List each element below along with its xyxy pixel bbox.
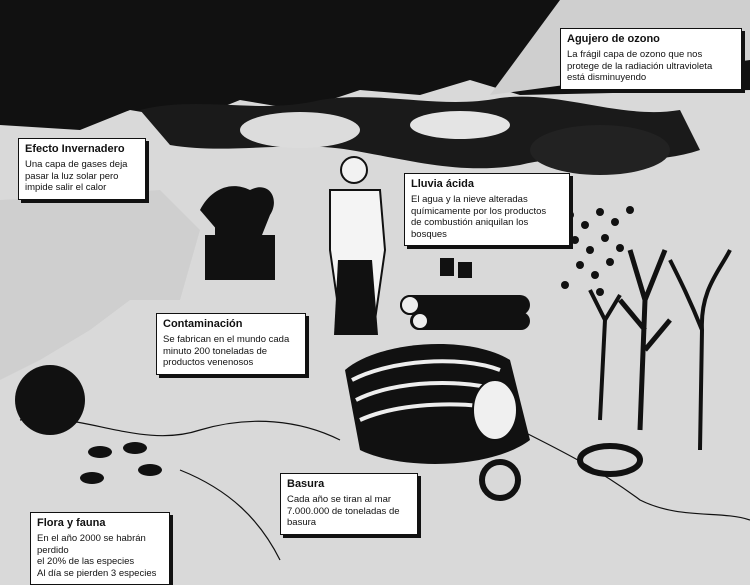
callout-line: pasar la luz solar pero <box>25 170 119 182</box>
land-left <box>0 190 200 380</box>
cloud-puff <box>240 112 360 148</box>
callout-ozone-hole: Agujero de ozono La frágil capa de ozono… <box>560 28 742 90</box>
small-barrel <box>458 262 472 278</box>
callout-line: En el año 2000 se habrán perdido <box>37 533 146 556</box>
callout-line: Cada año se tiran al mar <box>287 494 392 505</box>
factory-building <box>205 235 275 280</box>
tree-trunk <box>588 289 622 421</box>
chimney <box>215 215 225 240</box>
callout-line: protege de la radiación ultravioleta <box>567 60 713 72</box>
dead-tree <box>618 249 672 431</box>
cut-logs <box>400 295 530 330</box>
callout-line: bosques <box>411 228 447 240</box>
callout-line: químicamente por los productos <box>411 205 547 217</box>
callout-line: Una capa de gases deja <box>25 159 128 170</box>
seal-animal <box>15 365 85 435</box>
callout-line: El agua y la nieve alteradas <box>411 194 528 205</box>
callout-title: Agujero de ozono <box>567 33 660 45</box>
toxic-barrel <box>345 343 530 464</box>
cloud-puff <box>410 111 510 139</box>
callout-line: productos venenosos <box>163 357 254 368</box>
ground-tire <box>577 443 643 477</box>
callout-acid-rain: Lluvia ácida El agua y la nieve alterada… <box>404 173 570 246</box>
callout-line: está disminuyendo <box>567 72 647 83</box>
callout-title: Flora y fauna <box>37 517 106 529</box>
chimney <box>240 205 250 240</box>
callout-flora-fauna: Flora y fauna En el año 2000 se habrán p… <box>30 512 170 585</box>
callout-line: basura <box>287 517 317 528</box>
callout-title: Contaminación <box>163 318 243 330</box>
callout-line: Se fabrican en el mundo cada <box>163 334 290 345</box>
callout-line: Al día se pierden 3 especies <box>37 567 157 579</box>
dead-tree <box>668 249 732 451</box>
callout-line: de combustión aniquilan los <box>411 217 529 228</box>
callout-line: impide salir el calor <box>25 182 107 193</box>
person-figure <box>329 156 387 335</box>
callout-title: Efecto Invernadero <box>25 143 125 155</box>
callout-pollution: Contaminación Se fabrican en el mundo ca… <box>156 313 306 375</box>
callout-line: La frágil capa de ozono que nos <box>567 49 703 60</box>
callout-title: Lluvia ácida <box>411 178 474 190</box>
callout-garbage: Basura Cada año se tiran al mar 7.000.00… <box>280 473 418 535</box>
fish-group <box>80 442 162 484</box>
callout-line: minuto 200 toneladas de <box>163 345 268 357</box>
cloud-puff <box>530 125 670 175</box>
trash-tire <box>479 459 521 501</box>
callout-line: 7.000.000 de toneladas de <box>287 505 400 517</box>
callout-title: Basura <box>287 478 325 490</box>
small-barrel <box>440 258 454 276</box>
callout-greenhouse-effect: Efecto Invernadero Una capa de gases dej… <box>18 138 146 200</box>
acid-rain-dots <box>561 206 634 296</box>
callout-line: el 20% de las especies <box>37 556 135 567</box>
